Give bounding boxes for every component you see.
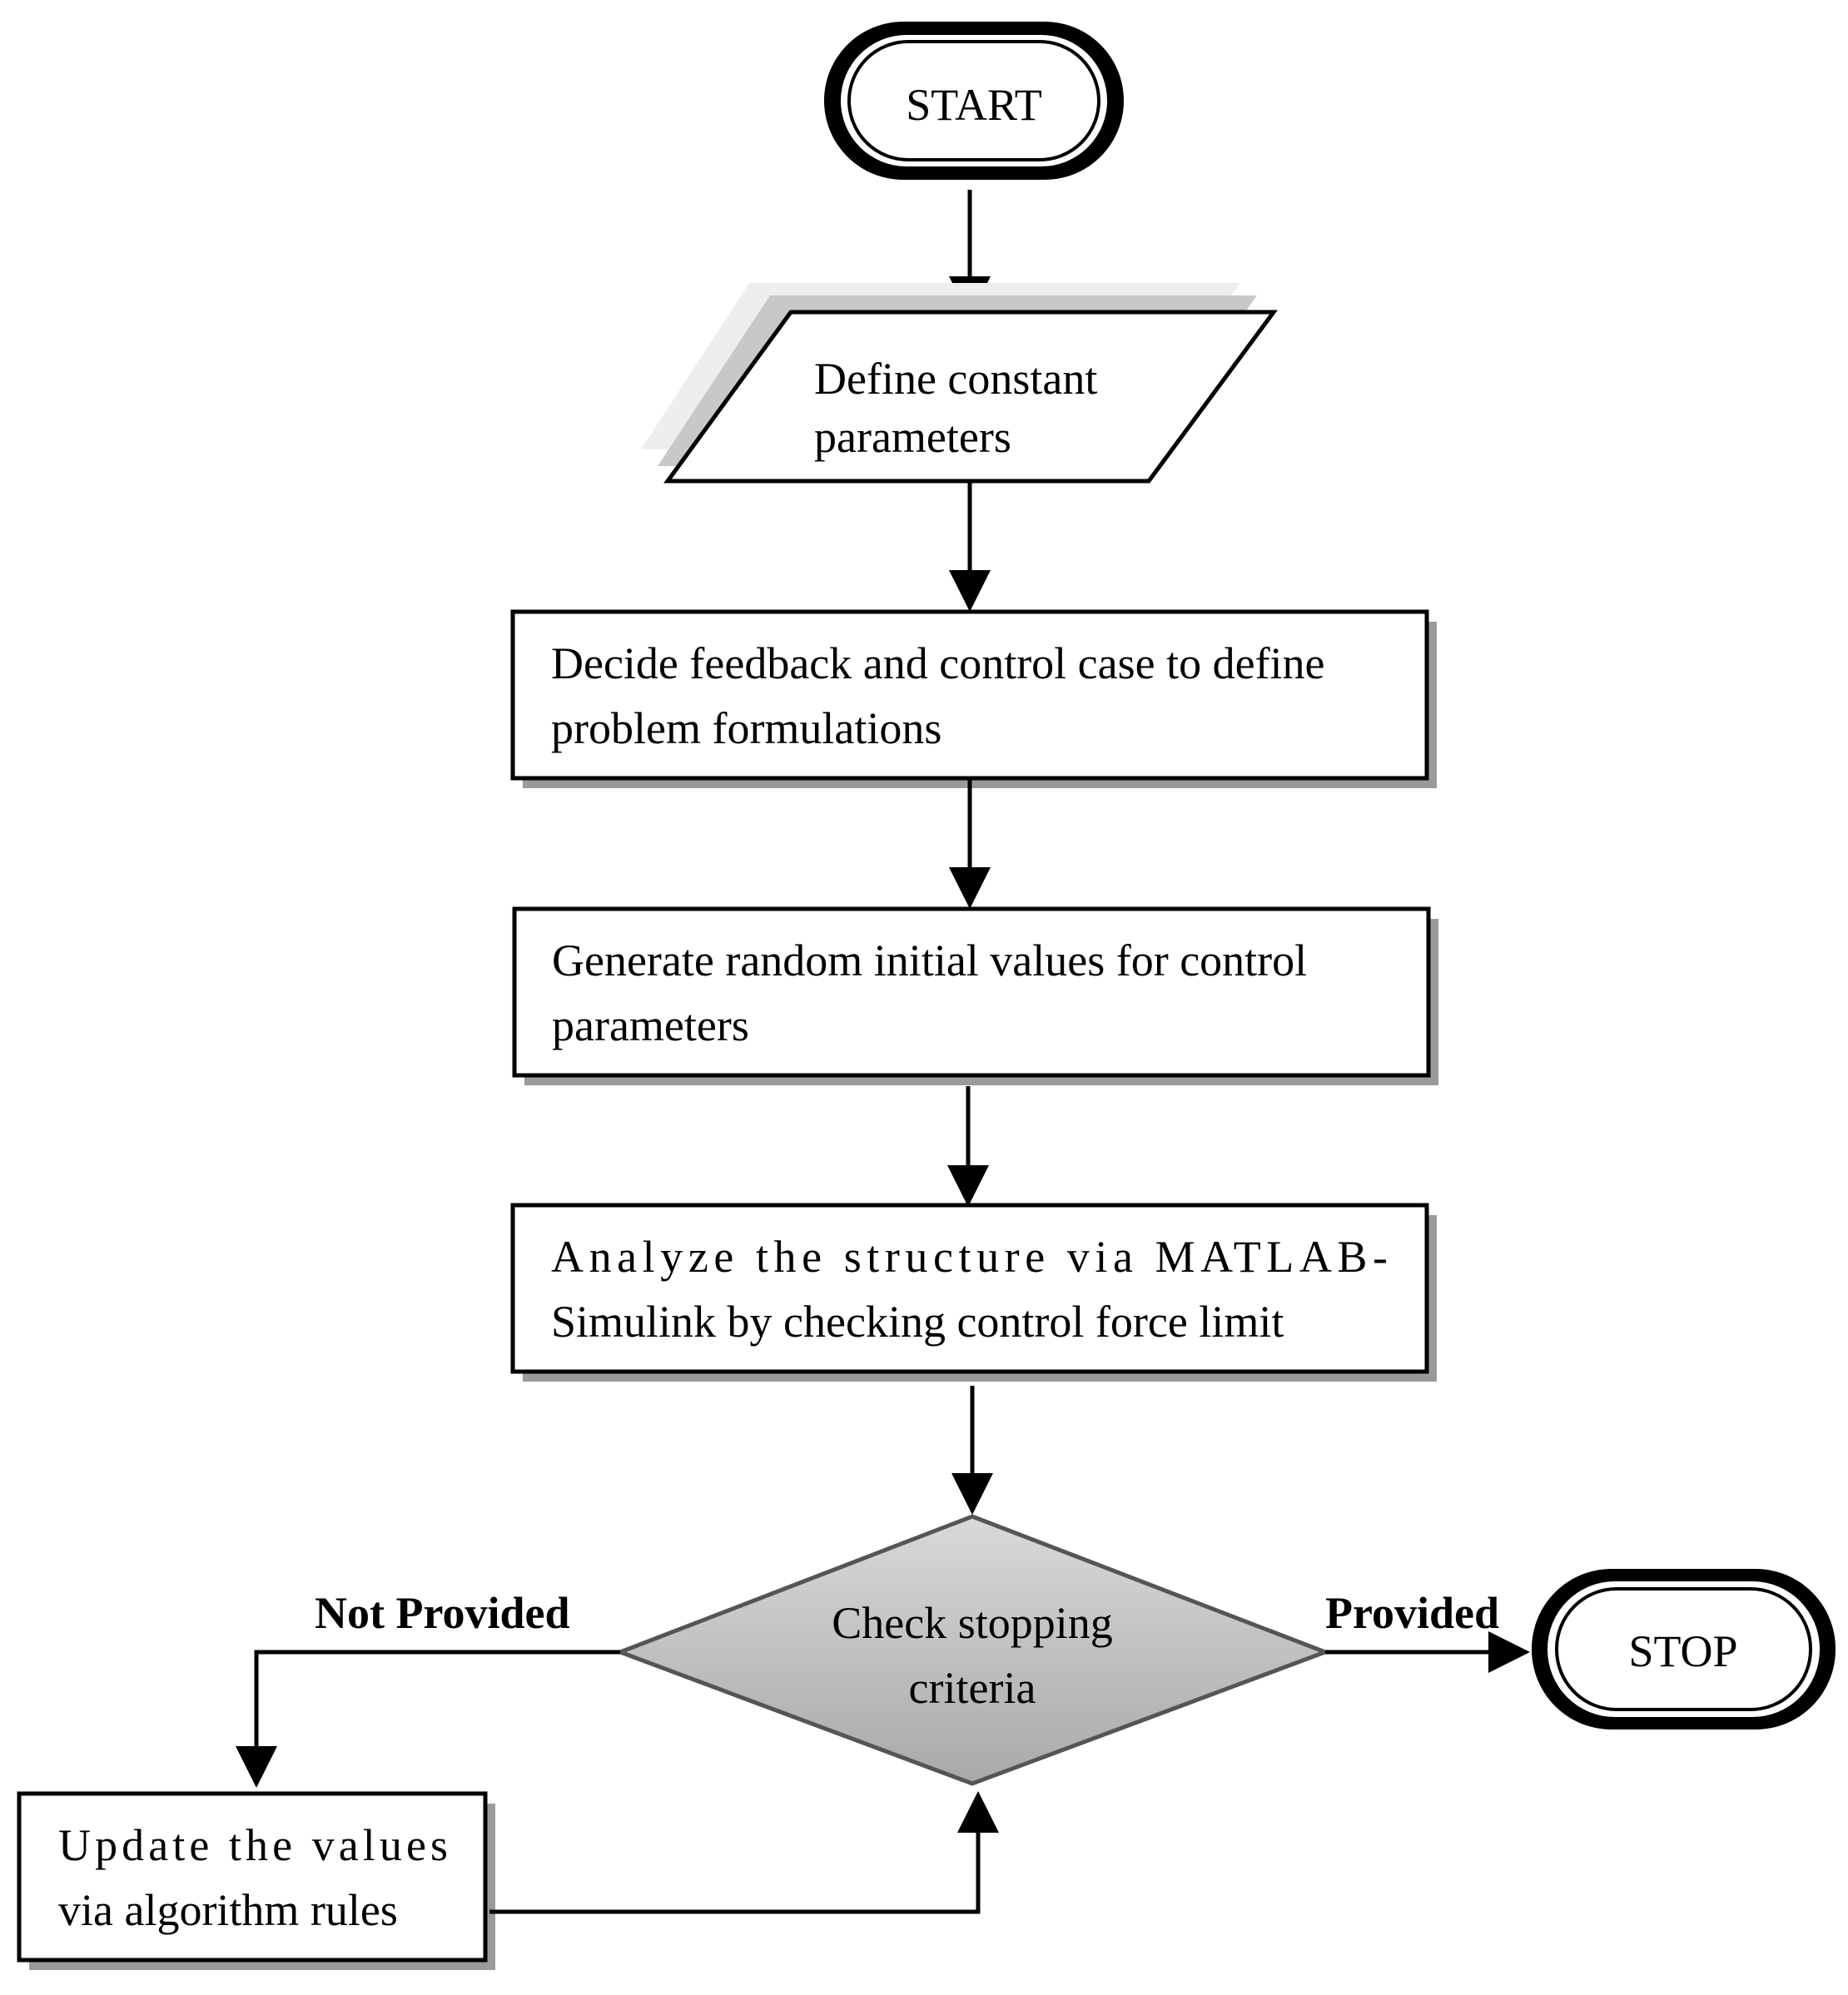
svg-text:criteria: criteria xyxy=(909,1663,1036,1713)
decide-feedback-text: Decide feedback and control case to defi… xyxy=(551,638,1325,688)
analyze-structure-node: Analyze the structure via MATLAB- Simuli… xyxy=(510,1203,1437,1382)
generate-values-text: Generate random initial values for contr… xyxy=(552,935,1307,985)
svg-text:parameters: parameters xyxy=(814,412,1011,462)
arrow-update-to-check xyxy=(489,1791,999,1914)
update-values-text: Update the values xyxy=(58,1820,448,1870)
update-values-node: Update the values via algorithm rules xyxy=(17,1791,495,1970)
check-criteria-text: Check stopping xyxy=(832,1598,1112,1648)
provided-label: Provided xyxy=(1325,1588,1499,1638)
not-provided-label: Not Provided xyxy=(315,1588,570,1638)
define-parameters-node: Define constant parameters xyxy=(641,283,1278,484)
svg-text:via algorithm rules: via algorithm rules xyxy=(58,1885,398,1935)
check-criteria-node: Check stopping criteria xyxy=(614,1514,1332,1786)
generate-values-node: Generate random initial values for contr… xyxy=(512,906,1438,1085)
arrow-check-to-update xyxy=(236,1650,620,1788)
start-node: START xyxy=(824,22,1124,180)
analyze-structure-text: Analyze the structure via MATLAB- xyxy=(551,1232,1388,1282)
decide-feedback-node: Decide feedback and control case to defi… xyxy=(510,609,1437,788)
svg-text:parameters: parameters xyxy=(552,1000,749,1050)
stop-node: STOP xyxy=(1532,1569,1836,1729)
stop-label: STOP xyxy=(1628,1626,1737,1676)
define-parameters-text: Define constant xyxy=(814,354,1097,404)
svg-text:problem formulations: problem formulations xyxy=(551,703,941,753)
start-label: START xyxy=(906,80,1041,130)
svg-text:Simulink by checking control f: Simulink by checking control force limit xyxy=(551,1297,1284,1347)
